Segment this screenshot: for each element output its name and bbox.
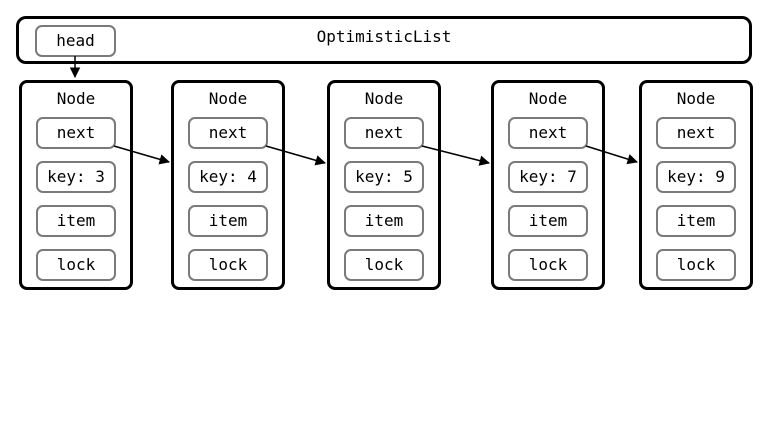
key-field: key: 7: [508, 161, 588, 193]
item-field: item: [188, 205, 268, 237]
next-field: next: [188, 117, 268, 149]
next-field: next: [656, 117, 736, 149]
lock-field: lock: [36, 249, 116, 281]
node-3: Node next key: 5 item lock: [327, 80, 441, 290]
list-title: OptimisticList: [316, 27, 452, 46]
next-field: next: [344, 117, 424, 149]
item-field: item: [36, 205, 116, 237]
node-4: Node next key: 7 item lock: [491, 80, 605, 290]
node-title: Node: [528, 89, 568, 108]
lock-field: lock: [344, 249, 424, 281]
optimistic-list-container: OptimisticList: [16, 16, 752, 64]
lock-field: lock: [508, 249, 588, 281]
next-field: next: [508, 117, 588, 149]
key-field: key: 9: [656, 161, 736, 193]
lock-field: lock: [188, 249, 268, 281]
node-title: Node: [364, 89, 404, 108]
key-field: key: 4: [188, 161, 268, 193]
item-field: item: [656, 205, 736, 237]
next-field: next: [36, 117, 116, 149]
node-title: Node: [676, 89, 716, 108]
node-2: Node next key: 4 item lock: [171, 80, 285, 290]
item-field: item: [344, 205, 424, 237]
node-1: Node next key: 3 item lock: [19, 80, 133, 290]
key-field: key: 3: [36, 161, 116, 193]
key-field: key: 5: [344, 161, 424, 193]
node-5: Node next key: 9 item lock: [639, 80, 753, 290]
head-field: head: [35, 25, 116, 57]
node-title: Node: [56, 89, 96, 108]
item-field: item: [508, 205, 588, 237]
lock-field: lock: [656, 249, 736, 281]
node-title: Node: [208, 89, 248, 108]
